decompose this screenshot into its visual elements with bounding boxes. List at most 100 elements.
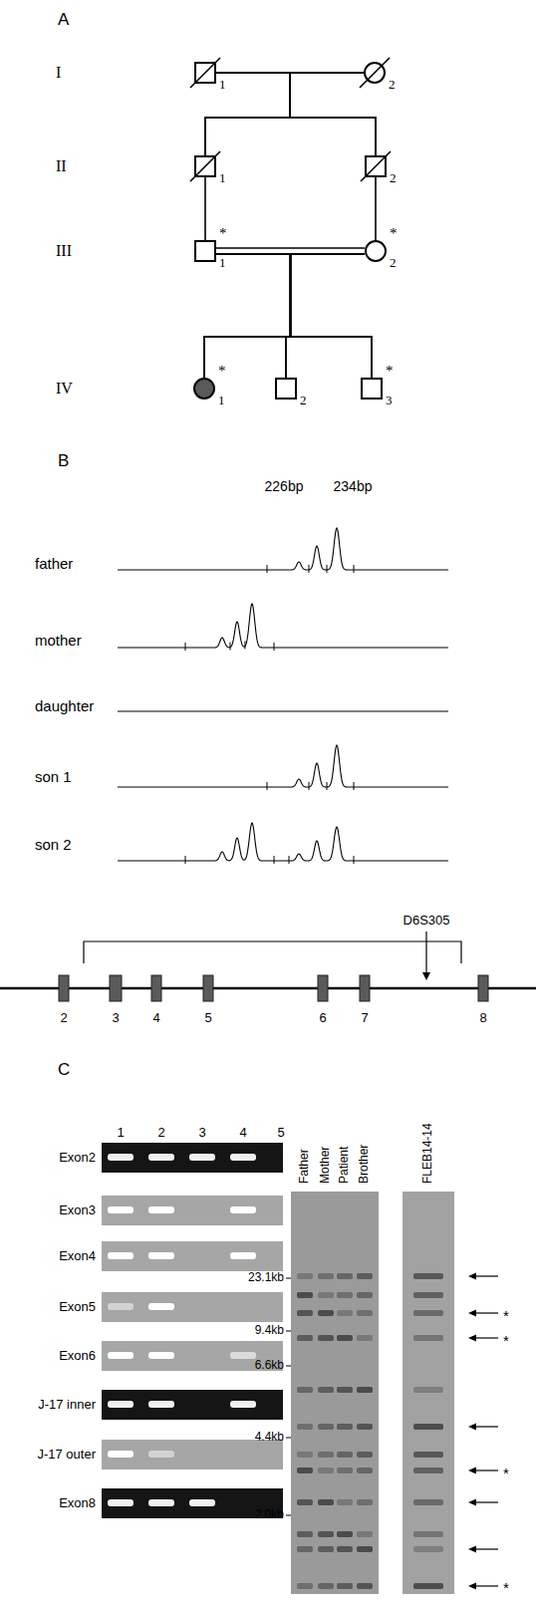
exon-box [58, 975, 69, 1002]
band-arrow-head [468, 1335, 477, 1342]
individual-number: 2 [299, 393, 307, 408]
peak-tick [273, 642, 275, 651]
asterisk-mark: * [385, 362, 394, 380]
asterisk-mark: * [389, 225, 398, 243]
asterisk-mark: * [503, 1579, 510, 1597]
blot-band [356, 1273, 373, 1280]
peak-tick [308, 782, 310, 791]
blot-band [413, 1292, 444, 1299]
deletion-bracket [83, 941, 462, 964]
band-arrow-head [468, 1583, 477, 1591]
blot-band [413, 1386, 444, 1393]
descent-line [374, 177, 377, 241]
size-tick [285, 1278, 291, 1280]
blot-band [336, 1386, 353, 1393]
deceased-slash [194, 61, 217, 84]
sample-name: mother [34, 631, 82, 649]
blot-band [317, 1335, 334, 1341]
blot-band [413, 1583, 444, 1590]
peak-tick [326, 564, 328, 573]
female-circle: 2 [363, 61, 386, 84]
gel-band [107, 1351, 134, 1359]
gel-band [107, 1303, 134, 1311]
band-arrow-line [474, 1312, 499, 1314]
exon-number: 4 [152, 1011, 160, 1027]
individual-number: 2 [389, 171, 397, 186]
blot-band [317, 1531, 334, 1538]
peak-tick [353, 782, 355, 791]
peak-tick [273, 855, 275, 864]
mating-line [216, 248, 365, 255]
trace-line [117, 528, 449, 570]
deceased-slash [363, 61, 386, 84]
blot-band [336, 1531, 353, 1538]
blot-band [296, 1273, 313, 1280]
exon-box [317, 975, 328, 1002]
generation-number: IV [55, 379, 73, 398]
peak-tick [230, 642, 232, 651]
size-tick [285, 1515, 291, 1517]
band-arrow-head [468, 1546, 477, 1554]
blot-band [356, 1310, 373, 1317]
exon-number: 6 [318, 1011, 326, 1027]
blot-band [413, 1451, 444, 1458]
blot-band [336, 1273, 353, 1280]
size-marker: 4.4kb [255, 1430, 284, 1445]
circle-shape [194, 378, 215, 399]
slash-line [190, 151, 221, 182]
generation-number: II [55, 157, 67, 176]
blot-band [296, 1335, 313, 1341]
peak-tick [326, 782, 328, 791]
descent-line [216, 72, 376, 156]
female-circle: *2 [364, 240, 387, 263]
band-arrow-head [468, 1310, 477, 1318]
exon-number: 5 [204, 1011, 212, 1027]
blot-band [317, 1583, 334, 1590]
blot-band [356, 1423, 373, 1430]
band-arrow-head [468, 1423, 477, 1431]
row-label: Exon4 [58, 1249, 96, 1265]
slash-line [359, 57, 390, 88]
descent-line [205, 72, 364, 156]
blot-band [356, 1583, 373, 1590]
blot-band [356, 1292, 373, 1299]
blot-band [317, 1499, 334, 1506]
blot-band [317, 1451, 334, 1458]
lane-label: Mother [318, 1146, 333, 1184]
blot-band [336, 1583, 353, 1590]
blot-band [356, 1335, 373, 1341]
deceased-slash [364, 155, 387, 178]
descent-line [204, 254, 291, 378]
peak-tick [353, 564, 355, 573]
exon-number: 2 [59, 1011, 67, 1027]
blot-band [317, 1467, 334, 1474]
exon-number: 8 [479, 1011, 487, 1027]
gel-band [189, 1499, 216, 1507]
size-tick [285, 1365, 291, 1367]
blot-panel [290, 1191, 379, 1595]
blot-band [336, 1335, 353, 1341]
gel-band [148, 1400, 175, 1408]
exon-box [203, 975, 214, 1002]
blot-band [336, 1292, 353, 1299]
generation-number: I [55, 63, 61, 82]
peak-tick [267, 564, 268, 573]
blot-band [296, 1451, 313, 1458]
exon-box [151, 975, 162, 1002]
row-label: Exon5 [58, 1300, 96, 1316]
gel-band [148, 1450, 175, 1458]
row-label: Exon2 [58, 1150, 96, 1166]
gel-band [148, 1252, 175, 1260]
trace-line [117, 822, 449, 861]
lane-label: Father [297, 1148, 312, 1184]
individual-number: 1 [219, 171, 227, 186]
blot-band [317, 1310, 334, 1317]
descent-line [216, 254, 372, 378]
size-label: 226bp [265, 478, 304, 495]
asterisk-mark: * [218, 362, 227, 380]
gel-band [107, 1153, 134, 1161]
lane-label: Patient [337, 1146, 352, 1184]
individual-number: 3 [385, 393, 393, 408]
row-label: J-17 inner [37, 1397, 96, 1413]
lane-label: Brother [357, 1144, 372, 1184]
